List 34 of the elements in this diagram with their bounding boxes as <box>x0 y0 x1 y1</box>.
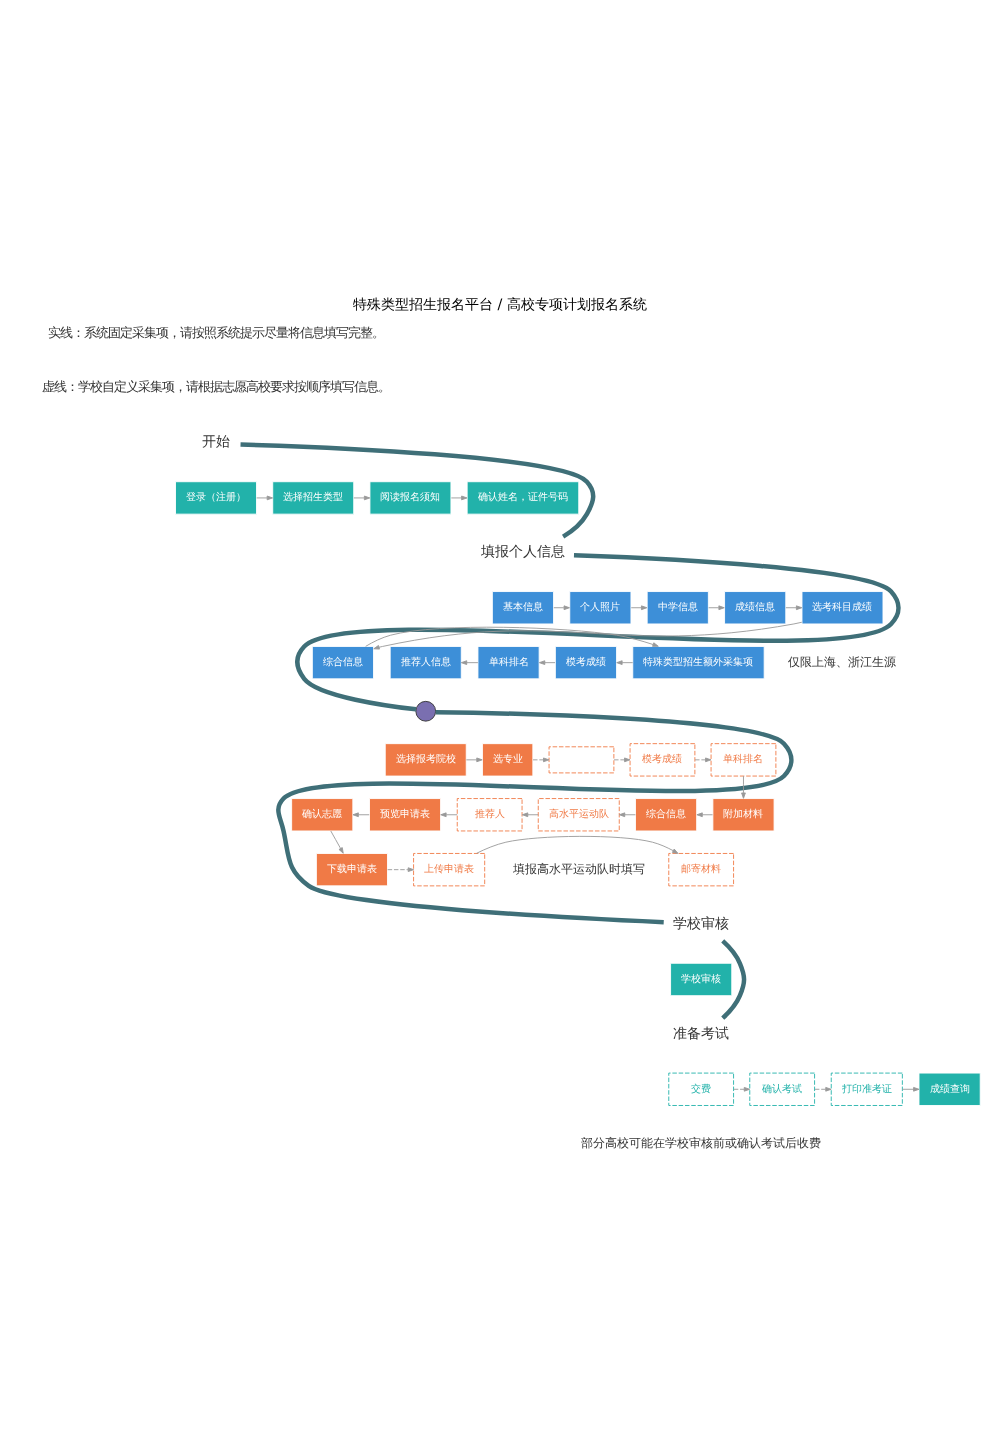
arrow <box>373 620 803 649</box>
arrow <box>387 866 415 871</box>
arrow <box>465 756 483 762</box>
arrow <box>353 494 371 500</box>
node-box <box>548 745 615 773</box>
arrow <box>532 756 550 762</box>
arrow <box>330 829 344 853</box>
arrow <box>538 659 556 664</box>
arrow <box>901 1085 920 1091</box>
arrow <box>630 604 648 610</box>
arrow <box>450 494 468 500</box>
arrow <box>365 625 659 646</box>
connector <box>240 441 596 538</box>
arrow <box>256 494 273 500</box>
arrow <box>696 811 713 817</box>
arrow <box>553 604 570 610</box>
arrow <box>613 756 631 762</box>
arrow <box>814 1085 832 1091</box>
connector <box>295 552 901 711</box>
arrow <box>733 1085 751 1091</box>
connector <box>721 938 747 1019</box>
arrow <box>476 834 679 853</box>
arrow <box>741 774 746 798</box>
arrow <box>694 756 712 762</box>
arrow <box>616 659 634 664</box>
connector <box>276 709 794 924</box>
node-circle <box>415 699 437 721</box>
arrow <box>785 604 803 610</box>
arrow <box>618 811 636 817</box>
arrow <box>708 604 725 610</box>
arrow <box>440 811 458 817</box>
arrow <box>460 659 479 664</box>
arrow <box>521 811 539 817</box>
arrow <box>352 811 370 817</box>
